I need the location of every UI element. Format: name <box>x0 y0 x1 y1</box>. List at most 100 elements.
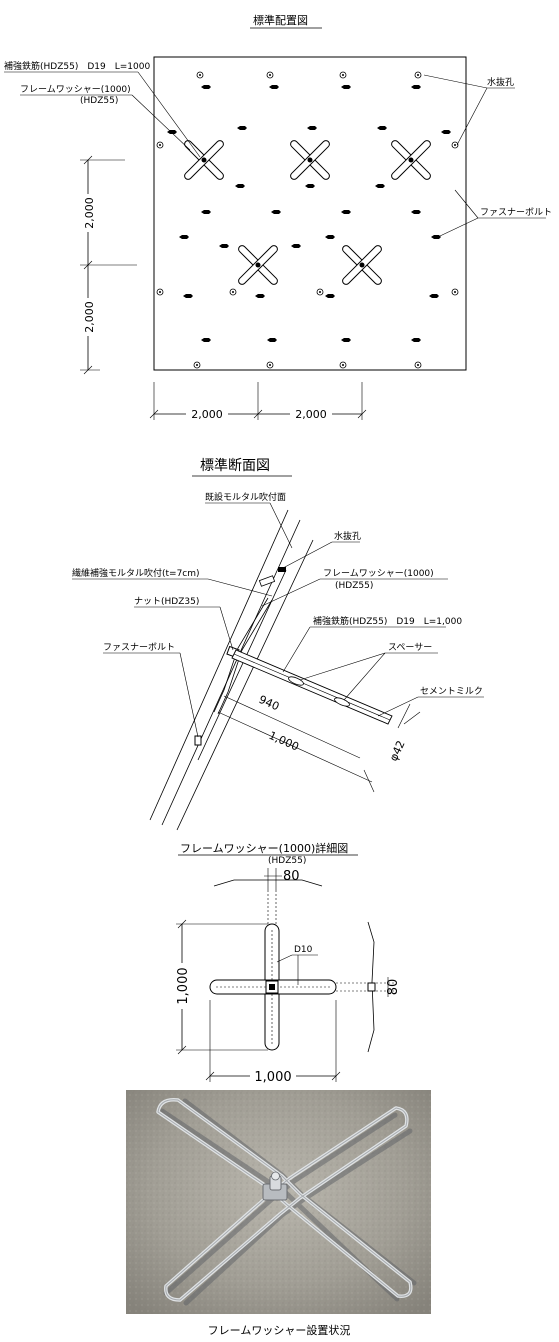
plan-label-bolt: ファスナーボルト <box>480 207 552 218</box>
section-label-rebar: 補強鉄筋(HDZ55) D19 L=1,000 <box>313 615 462 627</box>
drain-hole-center <box>342 364 344 366</box>
drain-hole-center <box>454 291 456 293</box>
drain-hole-center <box>342 74 344 76</box>
plan-label-rebar: 補強鉄筋(HDZ55) D19 L=1000 <box>4 60 150 72</box>
section-spacer <box>334 697 350 707</box>
section-label-drain: 水抜孔 <box>334 530 361 542</box>
plan-dim-v-top: 2,000 <box>83 197 96 229</box>
section-rebar-center <box>233 653 391 721</box>
leader-spacer-a <box>299 652 386 681</box>
plan-dim-horizontal: 2,000 2,000 <box>149 382 367 421</box>
detail-dim-tick <box>177 919 187 929</box>
detail-dim-tick <box>177 1045 187 1055</box>
fastener-bolt-icon <box>255 294 265 298</box>
section-label-washer-sub: (HDZ55) <box>335 581 373 591</box>
leader-nut <box>219 606 234 651</box>
fastener-bolt-icon <box>167 130 177 134</box>
frame-washer-x <box>290 140 330 180</box>
drain-hole-center <box>232 291 234 293</box>
leader-rebar <box>137 71 201 158</box>
photo-center-nut <box>262 1171 288 1201</box>
detail-dim-tick <box>331 1071 341 1081</box>
plan-label-washer: フレームワッシャー(1000) <box>20 84 131 95</box>
fastener-bolt-icon <box>307 126 317 130</box>
fastener-bolt-icon <box>201 210 211 214</box>
detail-side-bolt <box>367 982 376 992</box>
section-dim-phi-arrow <box>403 711 421 725</box>
plan-frame <box>153 56 467 371</box>
leader-milk <box>377 696 419 717</box>
drain-hole-center <box>269 74 271 76</box>
fastener-bolt-icon <box>325 235 335 239</box>
section-dim-phi: φ42 <box>387 739 408 764</box>
leader-drain-a <box>423 74 488 89</box>
plan-dim-vertical: 2,000 2,000 <box>80 155 137 375</box>
leader-drain <box>282 541 333 569</box>
fastener-bolt-icon <box>237 126 247 130</box>
photo: フレームワッシャー設置状況 <box>126 1090 431 1337</box>
section-dim-phi-ext <box>397 703 411 729</box>
drain-hole-center <box>159 291 161 293</box>
drain-hole-center <box>319 291 321 293</box>
fastener-bolt-icon <box>201 85 211 89</box>
frame-washer-x <box>238 245 278 285</box>
fastener-bolt-icon <box>305 184 315 188</box>
frame-washer-x <box>391 140 431 180</box>
fastener-bolt-icon <box>179 235 189 239</box>
detail-dim-d10: D10 <box>294 945 313 955</box>
frame-washer-x <box>342 245 382 285</box>
plan-label-washer-sub: (HDZ55) <box>80 96 118 106</box>
plan-label-drain: 水抜孔 <box>487 76 514 88</box>
slope-line-1 <box>161 519 301 826</box>
section-label-existing: 既設モルタル吹付面 <box>205 491 286 503</box>
section-label-milk: セメントミルク <box>420 686 483 697</box>
fastener-bolt-icon <box>325 294 335 298</box>
section-dim-1000-ext <box>363 769 375 793</box>
drain-hole-center <box>454 144 456 146</box>
drain-holes <box>156 71 459 369</box>
photo-caption: フレームワッシャー設置状況 <box>208 1323 351 1337</box>
fastener-bolt-icon <box>183 294 193 298</box>
fastener-bolt-icon <box>341 85 351 89</box>
leader-existing <box>269 502 293 549</box>
leader-bolt-a <box>454 189 479 219</box>
fastener-bolt-icon <box>431 235 441 239</box>
detail-title-sub: (HDZ55) <box>268 856 306 866</box>
leader-bolt <box>179 652 199 738</box>
fastener-bolt-icon <box>269 85 279 89</box>
fastener-bolt-icon <box>219 244 229 248</box>
slope-line-existing <box>149 509 289 821</box>
frame-washer-x <box>184 140 224 180</box>
section-label-washer: フレームワッシャー(1000) <box>323 568 434 579</box>
section-label-nut: ナット(HDZ35) <box>134 596 199 607</box>
leader-spacer-b <box>343 652 386 701</box>
leader-drain-b <box>456 87 488 146</box>
drain-hole-center <box>417 364 419 366</box>
section-view: 標準断面図 既設モルタル吹付面 水抜孔 繊維補強モルタル吹付(t=7cm) フレ <box>72 458 484 831</box>
detail-side-profile <box>367 921 375 1053</box>
detail-dim-1000-v: 1,000 <box>176 967 191 1004</box>
fastener-bolt-icon <box>375 184 385 188</box>
plan-title: 標準配置図 <box>253 13 308 27</box>
fastener-bolt-icon <box>271 210 281 214</box>
section-dim-1000: 1,000 <box>267 729 301 754</box>
section-fastener-bolt <box>194 735 202 746</box>
section-dim-940: 940 <box>257 693 281 713</box>
fastener-bolt-icon <box>429 294 439 298</box>
detail-dim-1000-h: 1,000 <box>254 1070 291 1085</box>
detail-view: フレームワッシャー(1000)詳細図 (HDZ55) 80 D10 1,000 <box>174 841 401 1085</box>
leader-bolt-b <box>439 217 479 237</box>
section-drain-pipe <box>258 575 276 587</box>
section-dim-1000-line <box>217 711 373 783</box>
drain-hole-center <box>417 74 419 76</box>
fastener-bolt-icon <box>441 130 451 134</box>
section-drain-mark <box>278 567 286 572</box>
detail-title: フレームワッシャー(1000)詳細図 <box>180 841 348 855</box>
frame-washer-symbols <box>184 140 431 285</box>
section-label-bolt: ファスナーボルト <box>103 642 175 653</box>
fastener-bolt-icon <box>267 338 277 342</box>
fastener-bolts <box>167 85 451 342</box>
section-frame-washer-2 <box>217 599 273 715</box>
drain-hole-center <box>269 364 271 366</box>
